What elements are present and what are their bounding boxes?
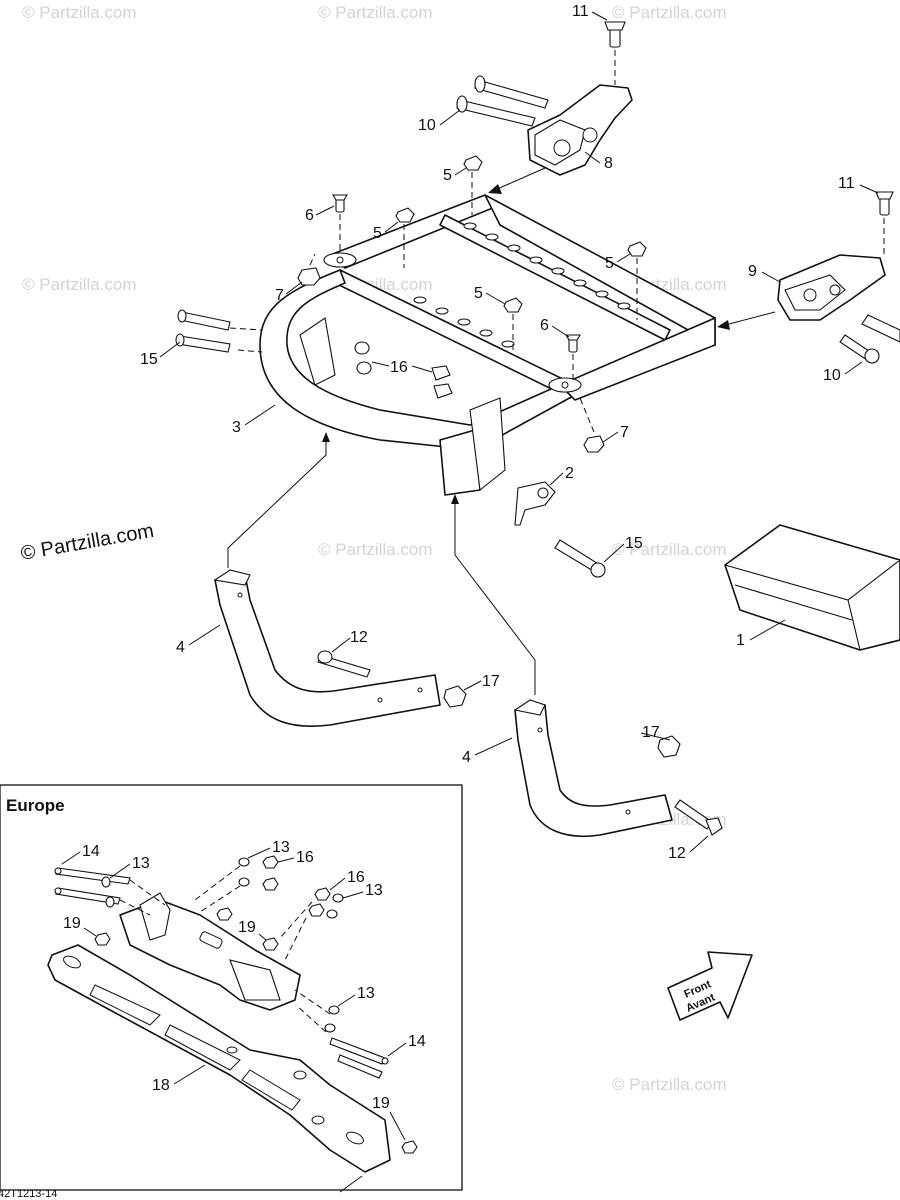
callout-17: 17 [642, 724, 660, 741]
callout-6: 6 [305, 207, 314, 224]
europe-inset: Europe [0, 784, 463, 1193]
callout-7: 7 [620, 424, 629, 441]
callout-19: 19 [63, 915, 81, 932]
callout-16: 16 [390, 359, 408, 376]
callout-4: 4 [176, 639, 185, 656]
bolts-15a [175, 309, 231, 353]
callout-7: 7 [275, 287, 284, 304]
rack-frame-3 [259, 194, 716, 496]
callout-13: 13 [365, 882, 383, 899]
callouts-main: 11 10 8 5 6 5 11 5 9 7 5 6 15 16 10 3 7 … [140, 3, 879, 862]
inset-title: Europe [6, 796, 65, 815]
callout-13: 13 [357, 985, 375, 1002]
assembly-arrows [227, 167, 776, 695]
callout-4: 4 [462, 749, 471, 766]
pad-1 [724, 524, 900, 651]
bracket-9 [777, 191, 900, 364]
fasteners-frame [297, 155, 647, 453]
callout-10: 10 [418, 117, 436, 134]
watermark-text: © Partzilla.com [22, 3, 137, 22]
leg-4b [513, 699, 673, 837]
fastener-lines [229, 172, 638, 433]
callout-16: 16 [296, 849, 314, 866]
callout-15: 15 [625, 535, 643, 552]
callout-13: 13 [132, 855, 150, 872]
bolt-12a [317, 650, 371, 678]
callout-2: 2 [565, 465, 574, 482]
callout-18: 18 [152, 1077, 170, 1094]
callout-6: 6 [540, 317, 549, 334]
leg-4a [213, 569, 441, 727]
callout-11: 11 [572, 3, 589, 20]
callout-11: 11 [838, 175, 855, 192]
callout-10: 10 [823, 367, 841, 384]
drawing-code: 42T1213-14 [0, 1188, 57, 1200]
bolt-15b [554, 539, 606, 578]
callout-16: 16 [347, 869, 365, 886]
callout-14: 14 [82, 843, 100, 860]
callout-8: 8 [604, 155, 613, 172]
callout-13: 13 [272, 839, 290, 856]
watermark-text: © Partzilla.com [318, 540, 433, 559]
callout-12: 12 [668, 845, 686, 862]
callout-19: 19 [372, 1095, 390, 1112]
bracket-8 [456, 21, 633, 176]
callout-15: 15 [140, 351, 158, 368]
callout-9: 9 [748, 263, 757, 280]
callout-1: 1 [736, 632, 745, 649]
nut-17b [657, 735, 681, 758]
callout-17: 17 [482, 673, 500, 690]
watermark-text: © Partzilla.com [612, 1075, 727, 1094]
callout-3: 3 [232, 419, 241, 436]
callout-5: 5 [373, 225, 382, 242]
front-arrow-icon: Front Avant [667, 951, 753, 1021]
callout-14: 14 [408, 1033, 426, 1050]
callout-5: 5 [605, 255, 614, 272]
callout-19: 19 [238, 919, 256, 936]
callout-5: 5 [443, 167, 452, 184]
watermark-text: © Partzilla.com [22, 275, 137, 294]
watermark-text: © Partzilla.com [612, 540, 727, 559]
watermark-text: © Partzilla.com [612, 3, 727, 22]
nut-17a [443, 685, 467, 708]
watermark-text: © Partzilla.com [318, 3, 433, 22]
watermark-main: © Partzilla.com [19, 520, 156, 565]
callout-5: 5 [474, 285, 483, 302]
callout-12: 12 [350, 629, 368, 646]
bolt-12b [674, 799, 723, 836]
bracket-2 [514, 481, 556, 526]
